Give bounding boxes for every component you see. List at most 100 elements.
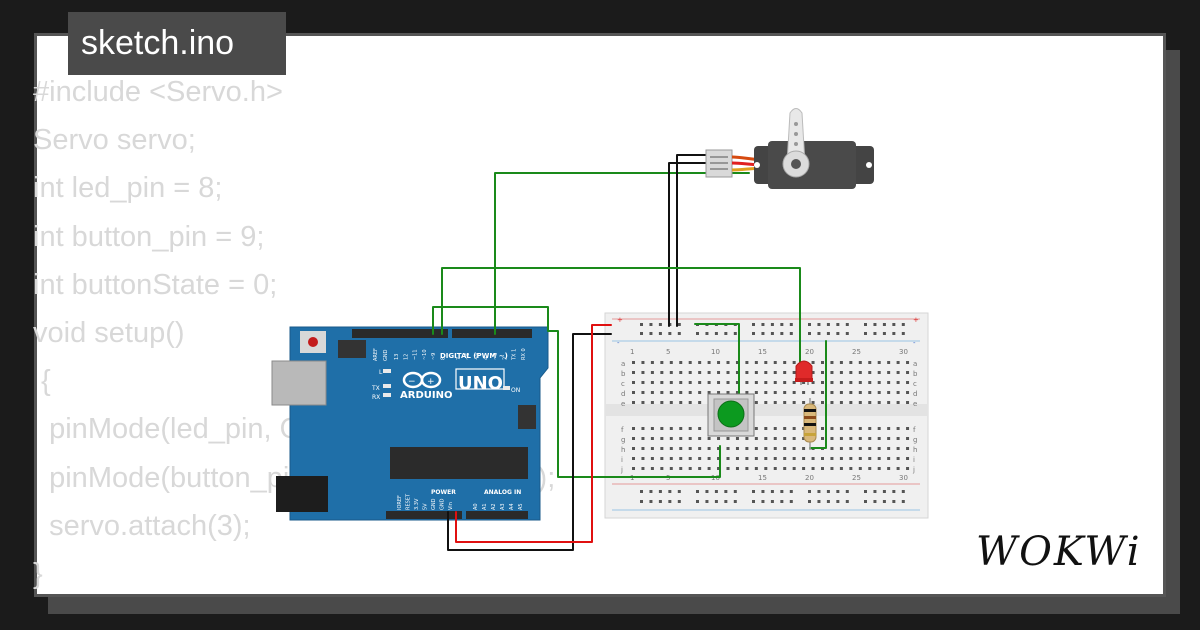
breadboard-hole — [764, 381, 768, 384]
breadboard-hole — [877, 457, 881, 460]
breadboard-hole — [780, 490, 784, 493]
bb-row-label: i — [621, 456, 623, 464]
bb-row-label: a — [913, 360, 917, 368]
breadboard-hole — [808, 500, 811, 503]
breadboard-hole — [802, 467, 806, 470]
breadboard-hole — [641, 371, 645, 374]
servo-motor[interactable] — [705, 108, 874, 190]
breadboard-hole — [783, 437, 787, 440]
breadboard-hole — [650, 427, 654, 430]
breadboard-hole — [650, 457, 654, 460]
breadboard: 1 5 10 15 20 25 30 1 5 10 15 20 25 30 a … — [604, 312, 929, 519]
wire-button-pin — [432, 306, 721, 478]
breadboard-hole — [773, 447, 777, 450]
breadboard-hole — [792, 467, 796, 470]
icsp2-header — [518, 405, 536, 429]
breadboard-hole — [669, 371, 673, 374]
code-line: int buttonState = 0; — [33, 268, 278, 301]
breadboard-hole — [677, 323, 681, 326]
atmega-chip — [390, 447, 528, 479]
breadboard-hole — [906, 401, 910, 404]
breadboard-hole — [906, 381, 910, 384]
button-cap[interactable] — [717, 400, 745, 428]
breadboard-hole — [764, 371, 768, 374]
breadboard-hole — [705, 490, 709, 493]
reset-button[interactable] — [308, 337, 318, 347]
breadboard-hole — [783, 427, 787, 430]
breadboard-hole — [764, 427, 768, 430]
breadboard-hole — [858, 401, 862, 404]
breadboard-hole — [698, 371, 702, 374]
breadboard-hole — [780, 332, 784, 335]
breadboard-hole — [733, 332, 737, 335]
breadboard-hole — [877, 427, 881, 430]
breadboard-hole — [830, 391, 834, 394]
breadboard-hole — [830, 437, 834, 440]
wire-resistor-gnd — [809, 340, 827, 449]
breadboard-hole — [717, 371, 721, 374]
breadboard-hole — [839, 381, 843, 384]
breadboard-hole — [717, 467, 721, 470]
breadboard-hole — [839, 361, 843, 364]
servo-body — [768, 141, 856, 189]
breadboard-hole — [783, 361, 787, 364]
breadboard-hole — [770, 500, 774, 503]
bb-row-label: c — [621, 380, 625, 388]
power-pin-label: 3.3V — [414, 498, 420, 510]
resistor[interactable] — [803, 398, 817, 450]
arduino-infinity-logo: − + — [402, 371, 442, 389]
rail-minus-label: - — [913, 339, 916, 347]
breadboard-hole — [735, 371, 739, 374]
breadboard-hole — [679, 457, 683, 460]
board-brand: ARDUINO — [400, 390, 452, 401]
breadboard-hole — [698, 361, 702, 364]
breadboard-hole — [632, 457, 635, 460]
breadboard-hole — [808, 323, 811, 326]
breadboard-hole — [789, 490, 793, 493]
breadboard-hole — [679, 437, 683, 440]
on-led — [503, 386, 510, 390]
breadboard-hole — [650, 401, 654, 404]
breadboard-hole — [906, 457, 910, 460]
rail-minus-label: - — [617, 339, 620, 347]
analog-label: ANALOG IN — [484, 489, 521, 496]
breadboard-hole — [688, 427, 692, 430]
breadboard-hole — [773, 401, 777, 404]
pushbutton[interactable] — [707, 393, 755, 437]
breadboard-hole — [864, 500, 867, 503]
breadboard-hole — [632, 361, 635, 364]
code-line: } — [33, 557, 43, 590]
breadboard-hole — [632, 437, 635, 440]
arduino-uno-board[interactable]: UNO ARDUINO DIGITAL (PWM ~) POWER ANALOG… — [271, 326, 549, 521]
project-card[interactable] — [34, 33, 1166, 597]
breadboard-hole — [641, 457, 645, 460]
red-led[interactable] — [795, 360, 813, 385]
file-tab[interactable]: sketch.ino — [68, 12, 286, 75]
breadboard-hole — [773, 437, 777, 440]
breadboard-hole — [887, 457, 891, 460]
breadboard-hole — [679, 467, 683, 470]
breadboard-hole — [839, 371, 843, 374]
breadboard-hole — [789, 323, 793, 326]
breadboard-hole — [849, 467, 853, 470]
breadboard-hole — [839, 457, 843, 460]
breadboard-hole — [882, 500, 886, 503]
breadboard-hole — [764, 437, 768, 440]
breadboard-hole — [650, 381, 654, 384]
breadboard-hole — [658, 323, 662, 326]
breadboard-hole — [887, 391, 891, 394]
svg-text:+: + — [427, 377, 435, 387]
breadboard-hole — [668, 490, 672, 493]
breadboard-hole — [660, 361, 664, 364]
digital-pin-label: TX 1 — [512, 349, 518, 361]
breadboard-hole — [688, 391, 692, 394]
analog-pin-label: A0 — [473, 503, 479, 510]
breadboard-hole — [887, 361, 891, 364]
breadboard-hole — [849, 447, 853, 450]
icsp-header — [338, 340, 366, 358]
breadboard-hole — [745, 361, 749, 364]
breadboard-hole — [882, 490, 886, 493]
breadboard-hole — [705, 500, 709, 503]
breadboard-hole — [632, 427, 635, 430]
breadboard-hole — [745, 391, 749, 394]
